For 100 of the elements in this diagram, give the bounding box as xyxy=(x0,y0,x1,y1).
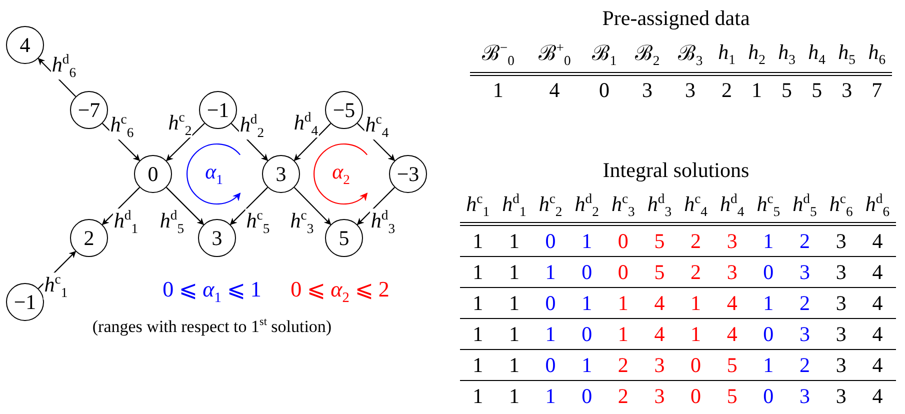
table-value: 1 xyxy=(496,224,533,257)
table-value: 0 xyxy=(750,256,786,288)
table-value: 0 xyxy=(678,350,714,381)
table-value: 1 xyxy=(496,350,533,381)
value-circle: −3 xyxy=(389,155,427,193)
table-value: 2 xyxy=(605,380,642,412)
table-value: 5 xyxy=(772,74,802,104)
table-value: 1 xyxy=(750,350,786,381)
table-value: 1 xyxy=(742,74,772,104)
table-value: 2 xyxy=(786,224,824,257)
table-value: 1 xyxy=(532,256,568,288)
value-circle: 5 xyxy=(325,219,363,257)
value-circle: −5 xyxy=(325,91,363,129)
table-value: 4 xyxy=(641,288,678,319)
table-value: 3 xyxy=(714,256,751,288)
table-value: 1 xyxy=(532,380,568,412)
note: (ranges with respect to 1$^{st}$ solution) xyxy=(92,317,332,335)
table-value: 1 xyxy=(460,350,496,381)
range-label: 0 ⩽ α$_{1}$ ⩽ 1 xyxy=(162,278,262,306)
column-header: h$_{5}$ xyxy=(832,38,862,74)
table-value: 3 xyxy=(786,318,824,350)
value-circle: 4 xyxy=(6,26,44,64)
range-label: 0 ⩽ α$_{2}$ ⩽ 2 xyxy=(290,278,390,306)
table-value: 1 xyxy=(568,350,606,381)
table-value: 2 xyxy=(605,350,642,381)
table-value: 1 xyxy=(460,318,496,350)
value-circle: 0 xyxy=(134,155,172,193)
table-value: 5 xyxy=(714,380,751,412)
table-value: 0 xyxy=(605,224,642,257)
table-value: 3 xyxy=(786,380,824,412)
table-value: 3 xyxy=(641,350,678,381)
table-value: 1 xyxy=(460,380,496,412)
column-header: ℬ$_{3}$ xyxy=(668,38,712,74)
table-value: 4 xyxy=(858,350,896,381)
table-value: 1 xyxy=(605,318,642,350)
table-value: 1 xyxy=(460,288,496,319)
table-value: 2 xyxy=(712,74,742,104)
table-value: 1 xyxy=(460,224,496,257)
arrow xyxy=(356,187,395,226)
arrow xyxy=(102,187,140,226)
table-value: 3 xyxy=(823,350,859,381)
table-value: 4 xyxy=(858,224,896,257)
table-value: 1 xyxy=(532,318,568,350)
table-value: 0 xyxy=(582,74,626,104)
value-circle: −1 xyxy=(6,283,44,321)
table-value: 3 xyxy=(823,224,859,257)
table-value: 4 xyxy=(858,318,896,350)
table-value: 3 xyxy=(823,318,859,350)
table-value: 2 xyxy=(678,224,714,257)
table-value: 3 xyxy=(832,74,862,104)
table-value: 1 xyxy=(496,288,533,319)
table-value: 1 xyxy=(496,256,533,288)
table-value: 4 xyxy=(641,318,678,350)
table-value: 1 xyxy=(678,288,714,319)
table-value: 7 xyxy=(862,74,892,104)
value-circle: 3 xyxy=(198,219,236,257)
column-header: h$_{4}$ xyxy=(802,38,832,74)
table-value: 5 xyxy=(641,256,678,288)
table-value: 5 xyxy=(714,350,751,381)
table-value: 4 xyxy=(858,380,896,412)
table-value: 3 xyxy=(714,224,751,257)
column-header: ℬ$_{1}$ xyxy=(582,38,626,74)
arrow xyxy=(166,122,205,162)
table-value: 0 xyxy=(568,318,606,350)
table-value: 1 xyxy=(750,288,786,319)
arrow xyxy=(166,187,204,226)
table-value: 0 xyxy=(532,288,568,319)
table-title: Pre-assigned data xyxy=(602,6,750,31)
value-circle: 3 xyxy=(262,155,300,193)
table-value: 5 xyxy=(641,224,678,257)
column-header: ℬ$_{2}$ xyxy=(626,38,669,74)
arrow xyxy=(294,187,332,225)
table-value: 0 xyxy=(750,380,786,412)
table-value: 2 xyxy=(786,288,824,319)
table-value: 0 xyxy=(750,318,786,350)
arrow xyxy=(294,123,332,161)
table-value: 1 xyxy=(460,256,496,288)
table-value: 1 xyxy=(496,318,533,350)
table-value: 2 xyxy=(678,256,714,288)
value-circle: −1 xyxy=(199,91,237,129)
table-value: 5 xyxy=(802,74,832,104)
table-value: 1 xyxy=(678,318,714,350)
column-header: h$_{6}$ xyxy=(862,38,892,74)
column-header: h$_{3}$ xyxy=(772,38,802,74)
table-value: 0 xyxy=(532,350,568,381)
table-value: 0 xyxy=(532,224,568,257)
table-value: 3 xyxy=(823,380,859,412)
table-value: 3 xyxy=(823,256,859,288)
table-value: 4 xyxy=(858,256,896,288)
table-value: 3 xyxy=(641,380,678,412)
table-value: 2 xyxy=(786,350,824,381)
table-value: 1 xyxy=(605,288,642,319)
table-value: 0 xyxy=(568,256,606,288)
table-value: 3 xyxy=(823,288,859,319)
table-value: 4 xyxy=(714,288,751,319)
value-circle: −7 xyxy=(70,91,108,129)
table-value: 1 xyxy=(750,224,786,257)
cycle-label: α$_{1}$ xyxy=(205,162,223,186)
table-value: 1 xyxy=(568,224,606,257)
arrow xyxy=(230,187,268,226)
